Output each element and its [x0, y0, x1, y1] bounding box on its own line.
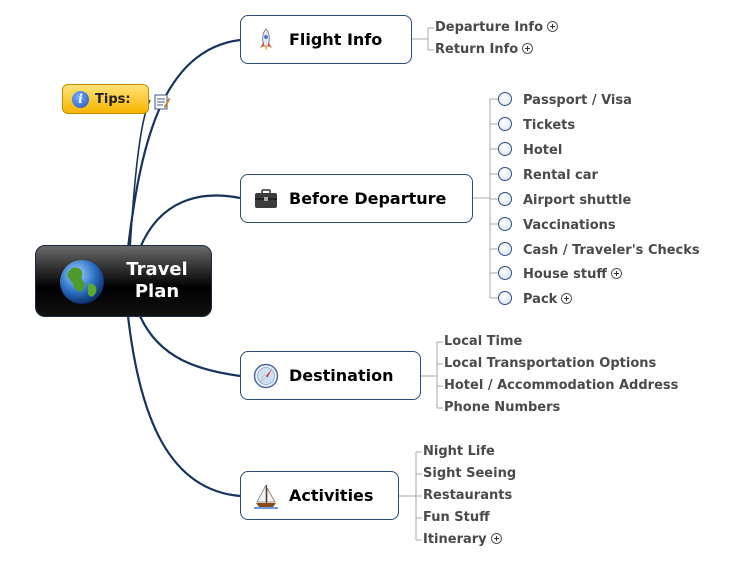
task-checkbox-icon[interactable]	[498, 291, 512, 305]
list-item[interactable]: Passport / Visa	[498, 92, 632, 109]
list-item[interactable]: Fun Stuff	[423, 510, 490, 525]
info-icon: i	[72, 90, 89, 108]
expand-plus-icon[interactable]	[610, 268, 622, 279]
list-item[interactable]: Pack	[498, 291, 573, 308]
task-checkbox-icon[interactable]	[498, 266, 512, 280]
central-topic[interactable]: Travel Plan	[35, 245, 212, 317]
branch-line-flight	[126, 38, 241, 249]
task-checkbox-icon[interactable]	[498, 217, 512, 231]
branch-line-destination	[138, 315, 241, 378]
expand-plus-icon[interactable]	[522, 43, 534, 54]
topic-destination[interactable]: Destination	[240, 351, 421, 400]
expand-plus-icon[interactable]	[490, 533, 502, 544]
task-checkbox-icon[interactable]	[498, 142, 512, 156]
notes-icon[interactable]	[154, 94, 170, 110]
globe-icon	[60, 260, 104, 304]
list-item[interactable]: Departure Info	[435, 20, 558, 36]
expand-plus-icon[interactable]	[547, 21, 558, 32]
tips-callout[interactable]: i Tips:	[62, 84, 149, 114]
leaf-lines-destination	[421, 341, 443, 409]
topic-flight-info-label: Flight Info	[289, 30, 383, 49]
central-label-line1: Travel	[126, 259, 188, 280]
list-item[interactable]: Vaccinations	[498, 217, 616, 234]
topic-before-departure[interactable]: Before Departure	[240, 174, 473, 223]
list-item[interactable]: Local Transportation Options	[444, 356, 657, 371]
list-item[interactable]: Cash / Traveler's Checks	[498, 242, 700, 259]
task-checkbox-icon[interactable]	[498, 117, 512, 131]
leaf-lines-before	[473, 98, 498, 299]
list-item[interactable]: Phone Numbers	[444, 400, 561, 415]
expand-plus-icon[interactable]	[561, 293, 573, 304]
topic-activities-label: Activities	[289, 486, 374, 505]
list-item[interactable]: Airport shuttle	[498, 192, 631, 209]
topic-before-departure-label: Before Departure	[289, 189, 447, 208]
list-item[interactable]: Night Life	[423, 444, 495, 459]
task-checkbox-icon[interactable]	[498, 92, 512, 106]
topic-activities[interactable]: Activities	[240, 471, 399, 520]
leaf-lines-activities	[399, 451, 422, 541]
list-item[interactable]: Sight Seeing	[423, 466, 517, 481]
sailboat-icon	[254, 484, 278, 509]
branch-line-activities	[126, 315, 241, 498]
list-item[interactable]: Hotel / Accommodation Address	[444, 378, 679, 393]
leaf-lines-flight	[412, 27, 434, 51]
task-checkbox-icon[interactable]	[498, 167, 512, 181]
list-item[interactable]: Tickets	[498, 117, 575, 134]
compass-icon	[253, 363, 279, 388]
branch-line-before	[138, 194, 241, 249]
topic-flight-info[interactable]: Flight Info	[240, 15, 412, 64]
task-checkbox-icon[interactable]	[498, 242, 512, 256]
list-item[interactable]: Return Info	[435, 42, 534, 58]
rocket-icon	[260, 27, 272, 51]
tips-label: Tips:	[95, 91, 131, 107]
list-item[interactable]: Local Time	[444, 334, 523, 349]
list-item[interactable]: Itinerary	[423, 532, 502, 548]
list-item[interactable]: Hotel	[498, 142, 562, 159]
central-label-line2: Plan	[134, 281, 180, 302]
list-item[interactable]: House stuff	[498, 266, 622, 283]
list-item[interactable]: Rental car	[498, 167, 598, 184]
list-item[interactable]: Restaurants	[423, 488, 513, 503]
topic-destination-label: Destination	[289, 366, 394, 385]
briefcase-icon	[255, 188, 277, 208]
central-topic-label: Travel Plan	[114, 259, 200, 303]
task-checkbox-icon[interactable]	[498, 192, 512, 206]
